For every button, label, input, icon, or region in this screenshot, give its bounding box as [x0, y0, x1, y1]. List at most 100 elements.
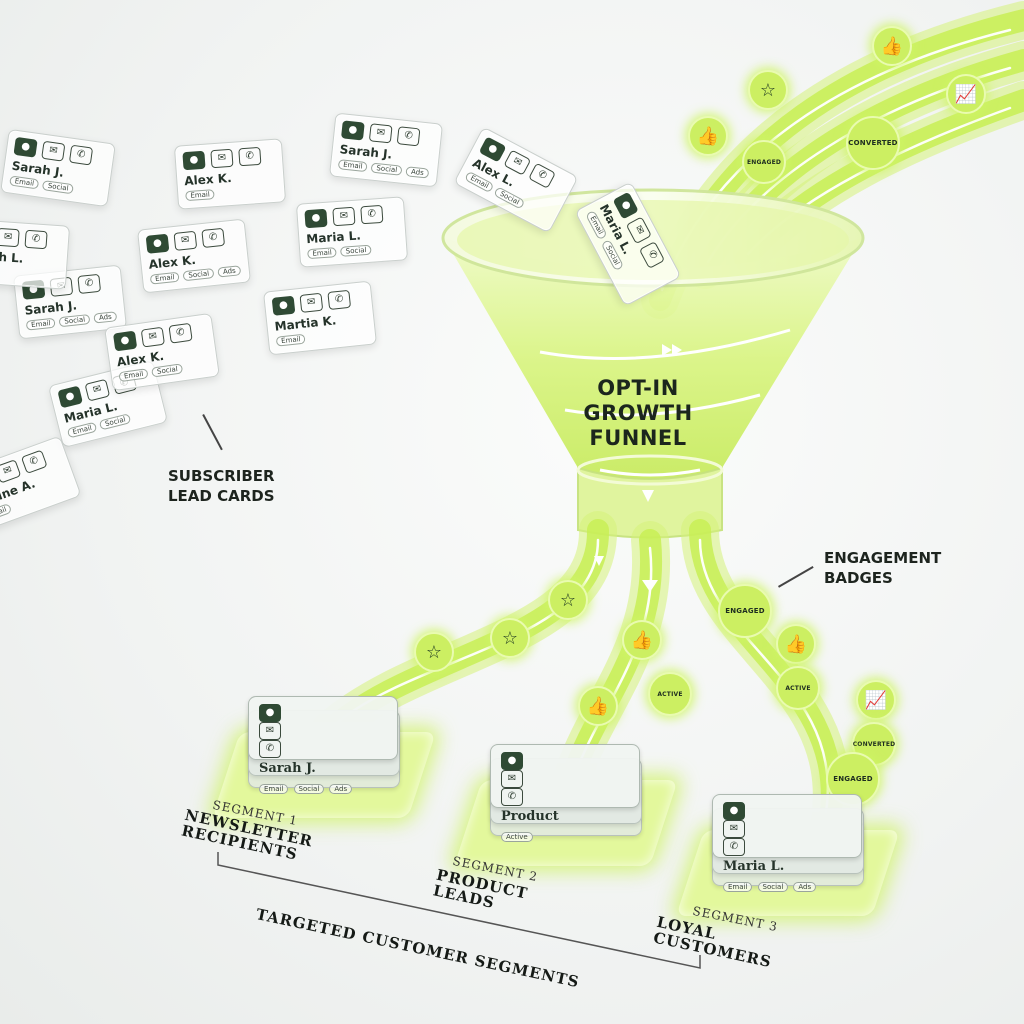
active-badge: ACTIVE	[776, 666, 820, 710]
thumbs-up-icon: 👍	[622, 620, 662, 660]
lead-card: ●✉✆Sarah L.Email	[0, 218, 71, 290]
email-icon: ✉	[299, 292, 324, 313]
card-tags: Email Social Ads	[723, 874, 851, 893]
person-icon: ●	[13, 136, 38, 158]
card-tag: Email	[118, 368, 149, 383]
person-icon: ●	[271, 295, 296, 316]
card-tags: Active	[501, 824, 629, 843]
star-icon: ☆	[748, 70, 788, 110]
phone-icon: ✆	[20, 449, 48, 475]
card-tag: Social	[757, 882, 789, 892]
segment-1-stack: ● ✉ ✆ Sarah J. Email Social Ads	[212, 696, 436, 818]
phone-icon: ✆	[77, 273, 102, 294]
card-tag: Ads	[793, 882, 817, 892]
converted-badge-label: CONVERTED	[852, 740, 896, 748]
star-icon: ☆	[414, 632, 454, 672]
person-icon: ●	[145, 233, 170, 254]
engagement-badges-label-line-2: BADGES	[824, 569, 893, 587]
lead-cards-label-line-2: LEAD CARDS	[168, 487, 275, 505]
person-icon: ●	[723, 802, 745, 820]
active-badge: ACTIVE	[648, 672, 692, 716]
card-tag: Ads	[405, 166, 430, 179]
trend-chart-icon: 📈	[946, 74, 986, 114]
segment-2-stack: ● ✉ ✆ Product Active	[454, 744, 678, 866]
phone-icon: ✆	[501, 788, 523, 806]
engaged-badge-label: ENGAGED	[725, 607, 765, 615]
card-tag: Social	[58, 314, 91, 328]
card-tag: Email	[723, 882, 753, 892]
segment-2-card-name: Product	[501, 809, 559, 824]
funnel-title: OPT-IN GROWTH FUNNEL	[548, 376, 728, 451]
phone-icon: ✆	[723, 838, 745, 856]
segment-3-stack: ● ✉ ✆ Maria L. Email Social Ads	[676, 794, 900, 916]
lead-cards-label-line-1: SUBSCRIBER	[168, 467, 275, 485]
email-icon: ✉	[210, 148, 234, 169]
engaged-badge-label: ENGAGED	[833, 775, 873, 783]
person-icon: ●	[340, 120, 365, 141]
thumbs-up-icon: 👍	[688, 116, 728, 156]
thumbs-up-icon: 👍	[776, 624, 816, 664]
star-icon: ☆	[548, 580, 588, 620]
engagement-badges-label: ENGAGEMENT BADGES	[824, 548, 941, 588]
email-icon: ✉	[84, 378, 111, 402]
email-icon: ✉	[368, 123, 393, 144]
email-icon: ✉	[0, 227, 20, 248]
engagement-badges-label-line-1: ENGAGEMENT	[824, 549, 942, 567]
person-icon: ●	[112, 330, 138, 352]
card-tag: Email	[149, 271, 181, 285]
email-icon: ✉	[332, 206, 356, 227]
card-icons: ●✉✆	[304, 204, 397, 229]
card-tag: Email	[9, 175, 40, 190]
person-icon: ●	[182, 150, 206, 171]
segment-2-card: ● ✉ ✆ Product Active	[490, 744, 640, 842]
phone-icon: ✆	[68, 144, 94, 166]
card-tag: Social	[151, 363, 184, 378]
card-tag: Social	[182, 268, 215, 282]
person-icon: ●	[57, 385, 84, 409]
email-icon: ✉	[173, 230, 198, 251]
lead-card: ●✉✆Martia K.Email	[262, 280, 378, 356]
lead-card-name: Sarah L.	[0, 247, 24, 266]
email-icon: ✉	[140, 326, 165, 348]
thumbs-up-icon: 👍	[872, 26, 912, 66]
star-icon: ☆	[490, 618, 530, 658]
card-tag: Email	[259, 784, 289, 794]
card-icons: ● ✉ ✆	[723, 802, 851, 856]
phone-icon: ✆	[168, 322, 193, 344]
converted-badge-label: CONVERTED	[848, 139, 898, 147]
phone-icon: ✆	[201, 227, 226, 248]
thumbs-up-icon: 👍	[578, 686, 618, 726]
phone-icon: ✆	[259, 740, 281, 758]
segment-1-card-name: Sarah J.	[259, 761, 316, 776]
active-badge-label: ACTIVE	[785, 684, 811, 692]
active-badge-label: ACTIVE	[657, 690, 683, 698]
engaged-badge: ENGAGED	[742, 140, 786, 184]
card-icons: ●✉✆	[182, 146, 275, 171]
phone-icon: ✆	[327, 289, 352, 310]
segment-1-card: ● ✉ ✆ Sarah J. Email Social Ads	[248, 696, 398, 794]
phone-icon: ✆	[396, 126, 421, 147]
email-icon: ✉	[723, 820, 745, 838]
funnel-title-line-3: FUNNEL	[589, 426, 687, 450]
card-tag: Ads	[329, 784, 353, 794]
phone-icon: ✆	[238, 146, 262, 167]
card-tag: Email	[337, 159, 369, 173]
email-icon: ✉	[501, 770, 523, 788]
card-tag: Ads	[93, 311, 118, 324]
segment-3-card-name: Maria L.	[723, 859, 785, 874]
card-tag: Social	[42, 180, 75, 195]
funnel-title-line-2: GROWTH	[583, 401, 693, 425]
engaged-badge: ENGAGED	[718, 584, 772, 638]
card-tags: Email Social Ads	[259, 776, 387, 795]
card-icons: ● ✉ ✆	[259, 704, 387, 758]
converted-badge: CONVERTED	[846, 116, 900, 170]
card-tag: Email	[25, 317, 57, 331]
phone-icon: ✆	[360, 204, 384, 225]
card-tag: Social	[293, 784, 325, 794]
card-tag: Active	[501, 832, 533, 842]
card-tag: Email	[185, 189, 216, 202]
person-icon: ●	[304, 208, 328, 229]
